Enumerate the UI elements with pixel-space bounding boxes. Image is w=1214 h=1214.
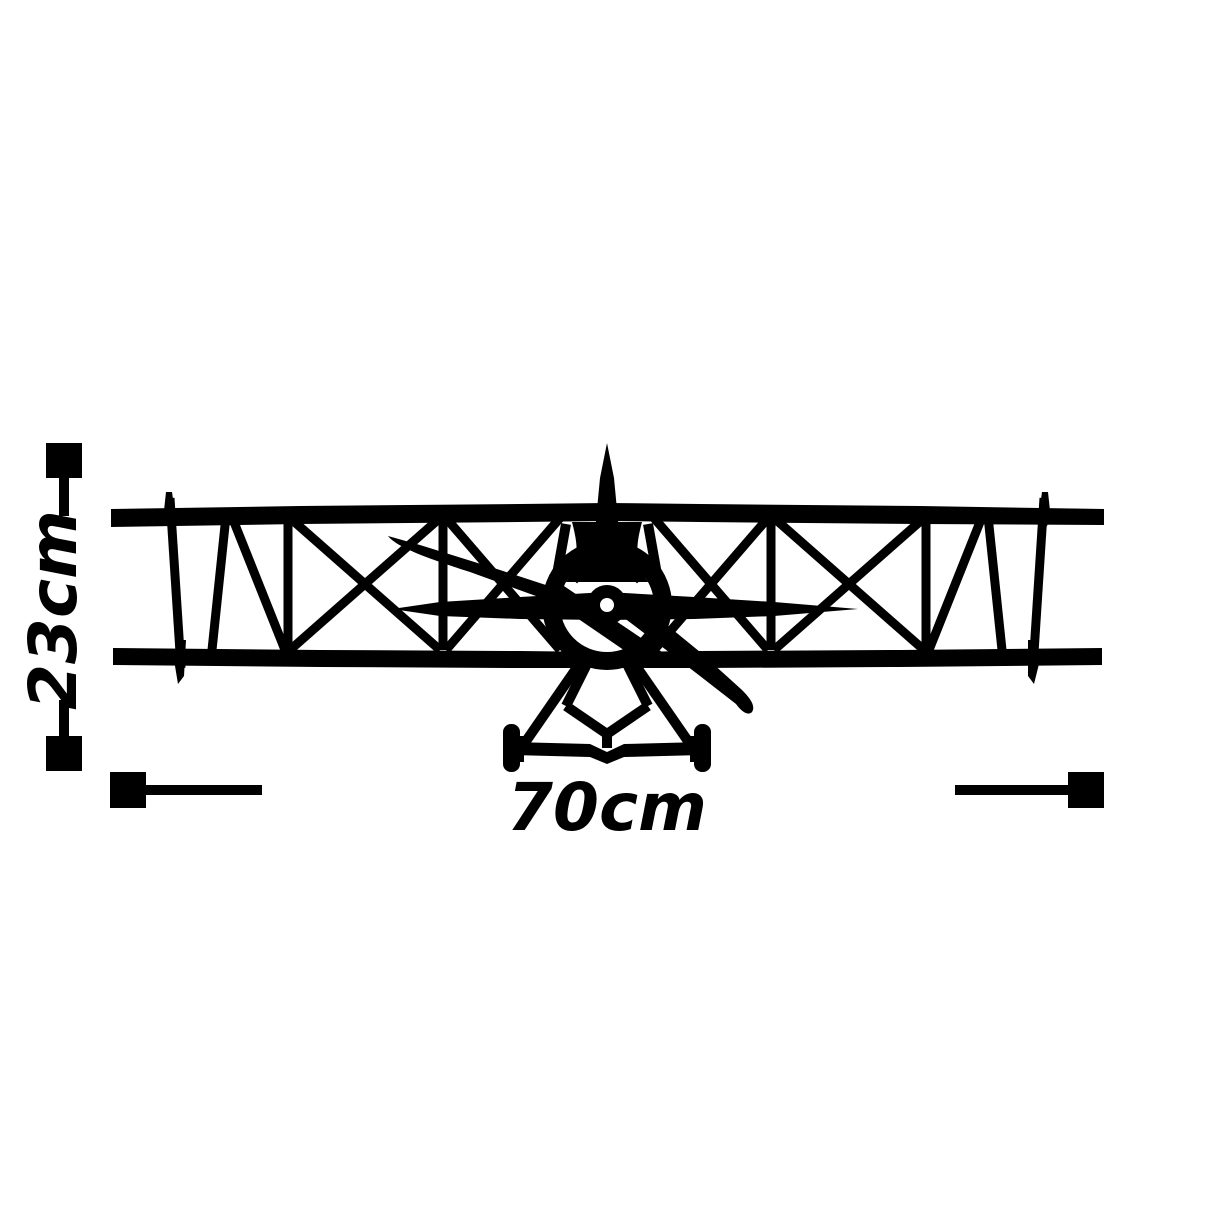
horizontal-dimension-group: 70cm [110,769,1104,846]
gear-leg-left-inner [561,663,591,709]
horizontal-dimension-right-marker [1068,772,1104,808]
vertical-dimension-top-stem [59,478,69,516]
landing-gear-legs [519,663,695,748]
gear-leg-right-inner [623,663,653,709]
right-wing-bracing [650,497,1049,669]
brace [771,514,927,654]
wheel-right-hub [690,736,700,762]
vertical-dimension-top-marker [46,443,82,478]
cowl-spoke [631,564,651,584]
biplane-silhouette [111,443,1104,772]
height-dimension-label: 23cm [15,510,92,710]
gear-vee-right [604,701,651,739]
strut [207,515,231,651]
gear-vee-left [563,701,610,739]
cowl-spoke [563,564,583,584]
brace [287,514,443,654]
brace [227,515,290,652]
strut [983,515,1007,651]
width-dimension-label: 70cm [507,769,707,846]
wheel-left-hub [514,736,524,762]
cowling-spokes [563,564,651,584]
propeller-blade-lower-right [607,598,754,714]
propeller-hub-center-hole [600,598,614,612]
gear-leg-left-outer [519,663,583,747]
left-wing-bracing [165,497,564,669]
gear-leg-right-outer [631,663,695,747]
brace [924,515,987,652]
vertical-dimension-bottom-stem [59,700,69,738]
landing-gear-axle [512,742,702,764]
vertical-dimension-bottom-marker [46,736,82,771]
tail-fin [594,443,620,545]
vertical-dimension-group: 23cm [15,443,92,771]
horizontal-dimension-right-stem [955,785,1071,795]
horizontal-dimension-left-marker [110,772,146,808]
horizontal-dimension-left-stem [146,785,262,795]
engine-cowling-ring [542,540,672,670]
brace [650,515,772,653]
